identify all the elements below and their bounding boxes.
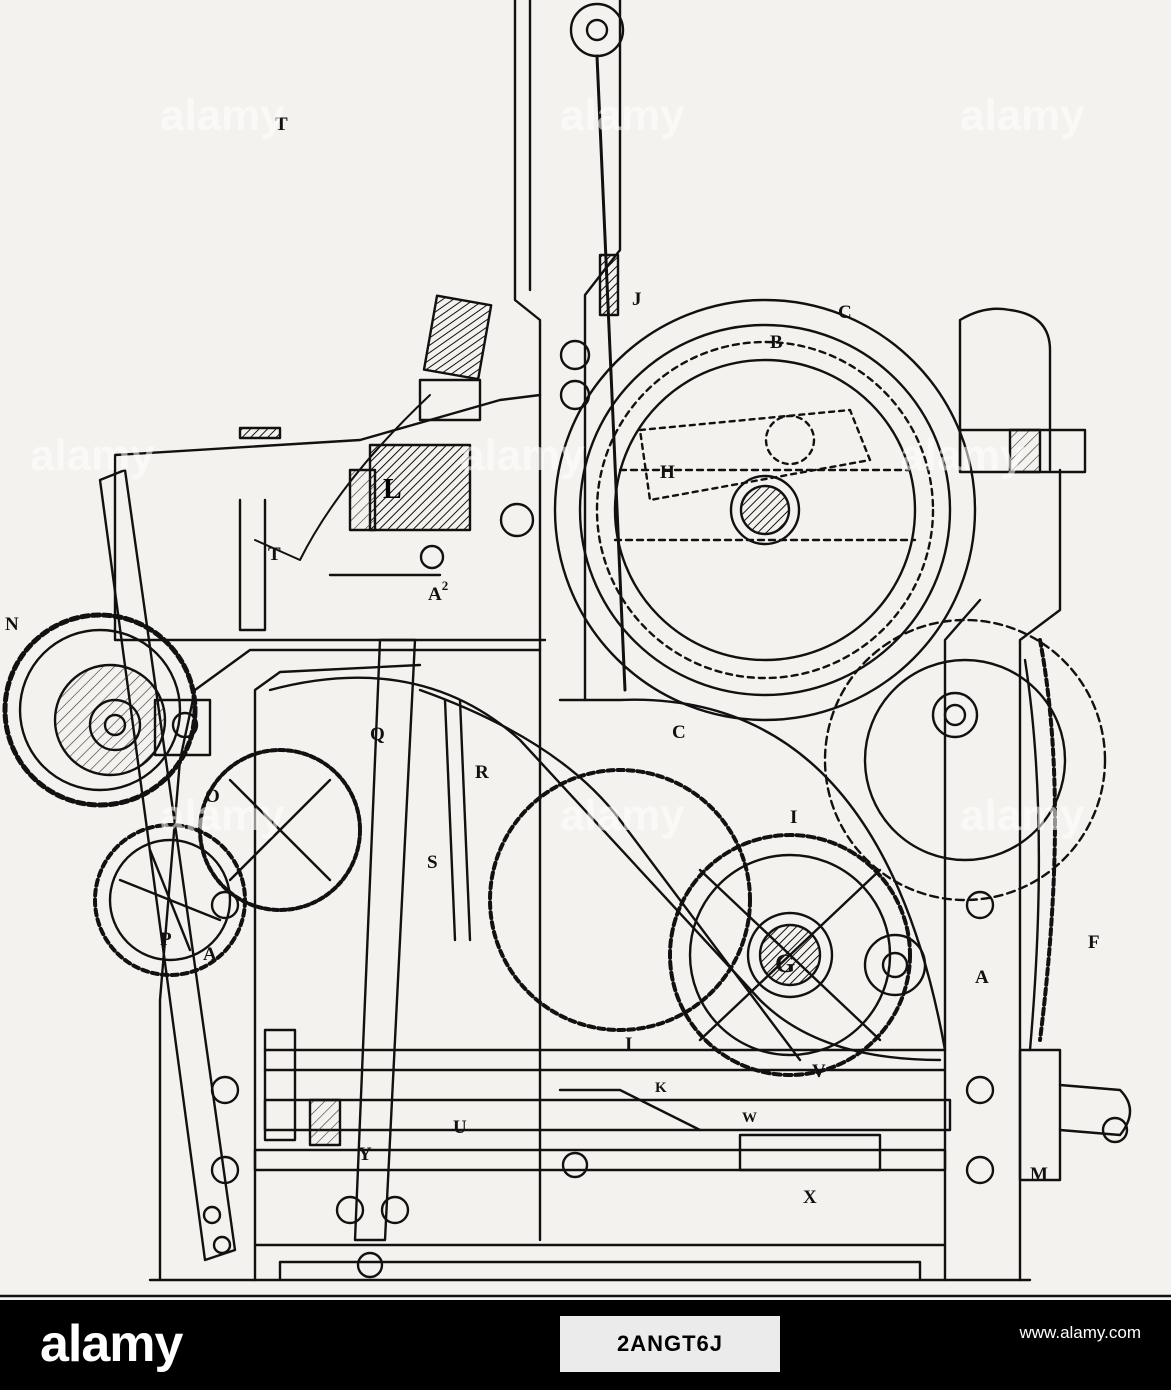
label-A-left: A <box>203 944 217 965</box>
rods-R-S <box>353 638 472 1242</box>
label-W: W <box>742 1110 757 1126</box>
label-I-lower: I <box>625 1034 632 1055</box>
main-frame <box>158 307 1087 1282</box>
label-B: B <box>770 332 783 353</box>
gear-P <box>93 823 247 977</box>
gear-intermediate <box>488 768 752 1032</box>
bars-U-X <box>253 1028 952 1179</box>
label-N: N <box>5 614 19 635</box>
label-I-upper: I <box>790 807 797 828</box>
watermark: alamy <box>160 91 285 140</box>
watermark: alamy <box>960 791 1085 840</box>
carriage-L <box>113 294 547 642</box>
label-J: J <box>632 289 642 310</box>
label-C-top: C <box>838 302 852 323</box>
gear-N <box>2 612 212 808</box>
label-T-top: T <box>275 114 288 135</box>
watermark: alamy <box>960 91 1085 140</box>
watermark: alamy <box>160 791 285 840</box>
drum-assembly <box>553 298 977 722</box>
rack-F <box>1023 638 1057 1052</box>
label-C-low: C <box>672 722 686 743</box>
watermark: alamy <box>460 431 585 480</box>
watermark: alamy <box>560 91 685 140</box>
label-S: S <box>427 852 438 873</box>
label-O: O <box>205 786 220 807</box>
label-U: U <box>453 1117 467 1138</box>
gear-Q <box>198 748 362 912</box>
spoked-wheel-right <box>823 618 1107 902</box>
stock-id-badge: 2ANGT6J <box>560 1316 780 1372</box>
label-A2: A2 <box>428 578 448 605</box>
machine-diagram: T J C B H L A2 T N Q C O R S I P A G A F… <box>0 0 1171 1298</box>
lever-A <box>98 468 237 1262</box>
watermark: alamy <box>560 791 685 840</box>
label-A-right: A <box>975 967 989 988</box>
label-T-mid: T <box>268 544 281 565</box>
watermark: alamy <box>900 431 1025 480</box>
machine-base <box>0 1243 1171 1298</box>
stock-url: www.alamy.com <box>1019 1323 1141 1342</box>
watermark-overlay: alamy alamy alamy alamy alamy alamy alam… <box>30 91 1085 840</box>
label-F: F <box>1088 932 1100 953</box>
bracket-M <box>1018 1048 1132 1182</box>
gear-I <box>668 833 927 1077</box>
watermark: alamy <box>30 431 155 480</box>
stock-footer-bar: alamy 2ANGT6J www.alamy.com <box>0 1300 1171 1390</box>
label-M: M <box>1030 1164 1048 1185</box>
label-P: P <box>160 929 172 950</box>
label-V: V <box>812 1061 826 1082</box>
bolt-holes <box>210 890 995 1279</box>
label-G: G <box>775 949 795 978</box>
label-R: R <box>475 762 489 783</box>
label-K: K <box>655 1080 667 1096</box>
upright-column <box>513 0 627 1242</box>
label-L: L <box>383 474 402 505</box>
label-H: H <box>660 462 675 483</box>
label-Q: Q <box>370 724 385 745</box>
label-X: X <box>803 1187 817 1208</box>
diagram-labels: T J C B H L A2 T N Q C O R S I P A G A F… <box>5 114 1100 1208</box>
alamy-logo: alamy <box>40 1315 183 1373</box>
label-Y: Y <box>358 1144 372 1165</box>
